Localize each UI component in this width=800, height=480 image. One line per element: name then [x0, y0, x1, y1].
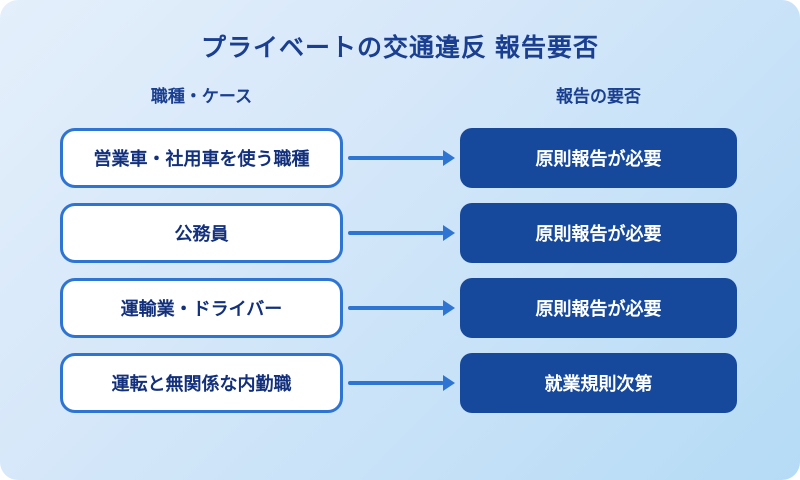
- arrow-head: [443, 300, 455, 316]
- column-header-case: 職種・ケース: [150, 87, 253, 106]
- verdict-box: 就業規則次第: [460, 353, 737, 413]
- diagram-row-office-worker: 運転と無関係な内勤職 就業規則次第: [60, 353, 737, 413]
- arrow-right-icon: [343, 375, 460, 391]
- arrow-head: [443, 375, 455, 391]
- column-header-verdict: 報告の要否: [556, 87, 641, 106]
- diagram-row-public-servant: 公務員 原則報告が必要: [60, 203, 737, 263]
- arrow-right-icon: [343, 300, 460, 316]
- diagram-row-transport-driver: 運輸業・ドライバー 原則報告が必要: [60, 278, 737, 338]
- verdict-box: 原則報告が必要: [460, 203, 737, 263]
- verdict-box: 原則報告が必要: [460, 128, 737, 188]
- case-box: 運輸業・ドライバー: [60, 278, 343, 338]
- arrow-shaft: [348, 156, 444, 160]
- arrow-head: [443, 150, 455, 166]
- case-box: 運転と無関係な内勤職: [60, 353, 343, 413]
- arrow-shaft: [348, 306, 444, 310]
- case-box: 公務員: [60, 203, 343, 263]
- diagram-rows: 営業車・社用車を使う職種 原則報告が必要 公務員 原則報告が必要 運輸業・ドライ…: [60, 128, 737, 428]
- arrow-head: [443, 225, 455, 241]
- case-box: 営業車・社用車を使う職種: [60, 128, 343, 188]
- arrow-shaft: [348, 231, 444, 235]
- arrow-right-icon: [343, 150, 460, 166]
- arrow-shaft: [348, 381, 444, 385]
- arrow-right-icon: [343, 225, 460, 241]
- page-title: プライベートの交通違反 報告要否: [201, 34, 599, 62]
- diagram-row-company-car: 営業車・社用車を使う職種 原則報告が必要: [60, 128, 737, 188]
- verdict-box: 原則報告が必要: [460, 278, 737, 338]
